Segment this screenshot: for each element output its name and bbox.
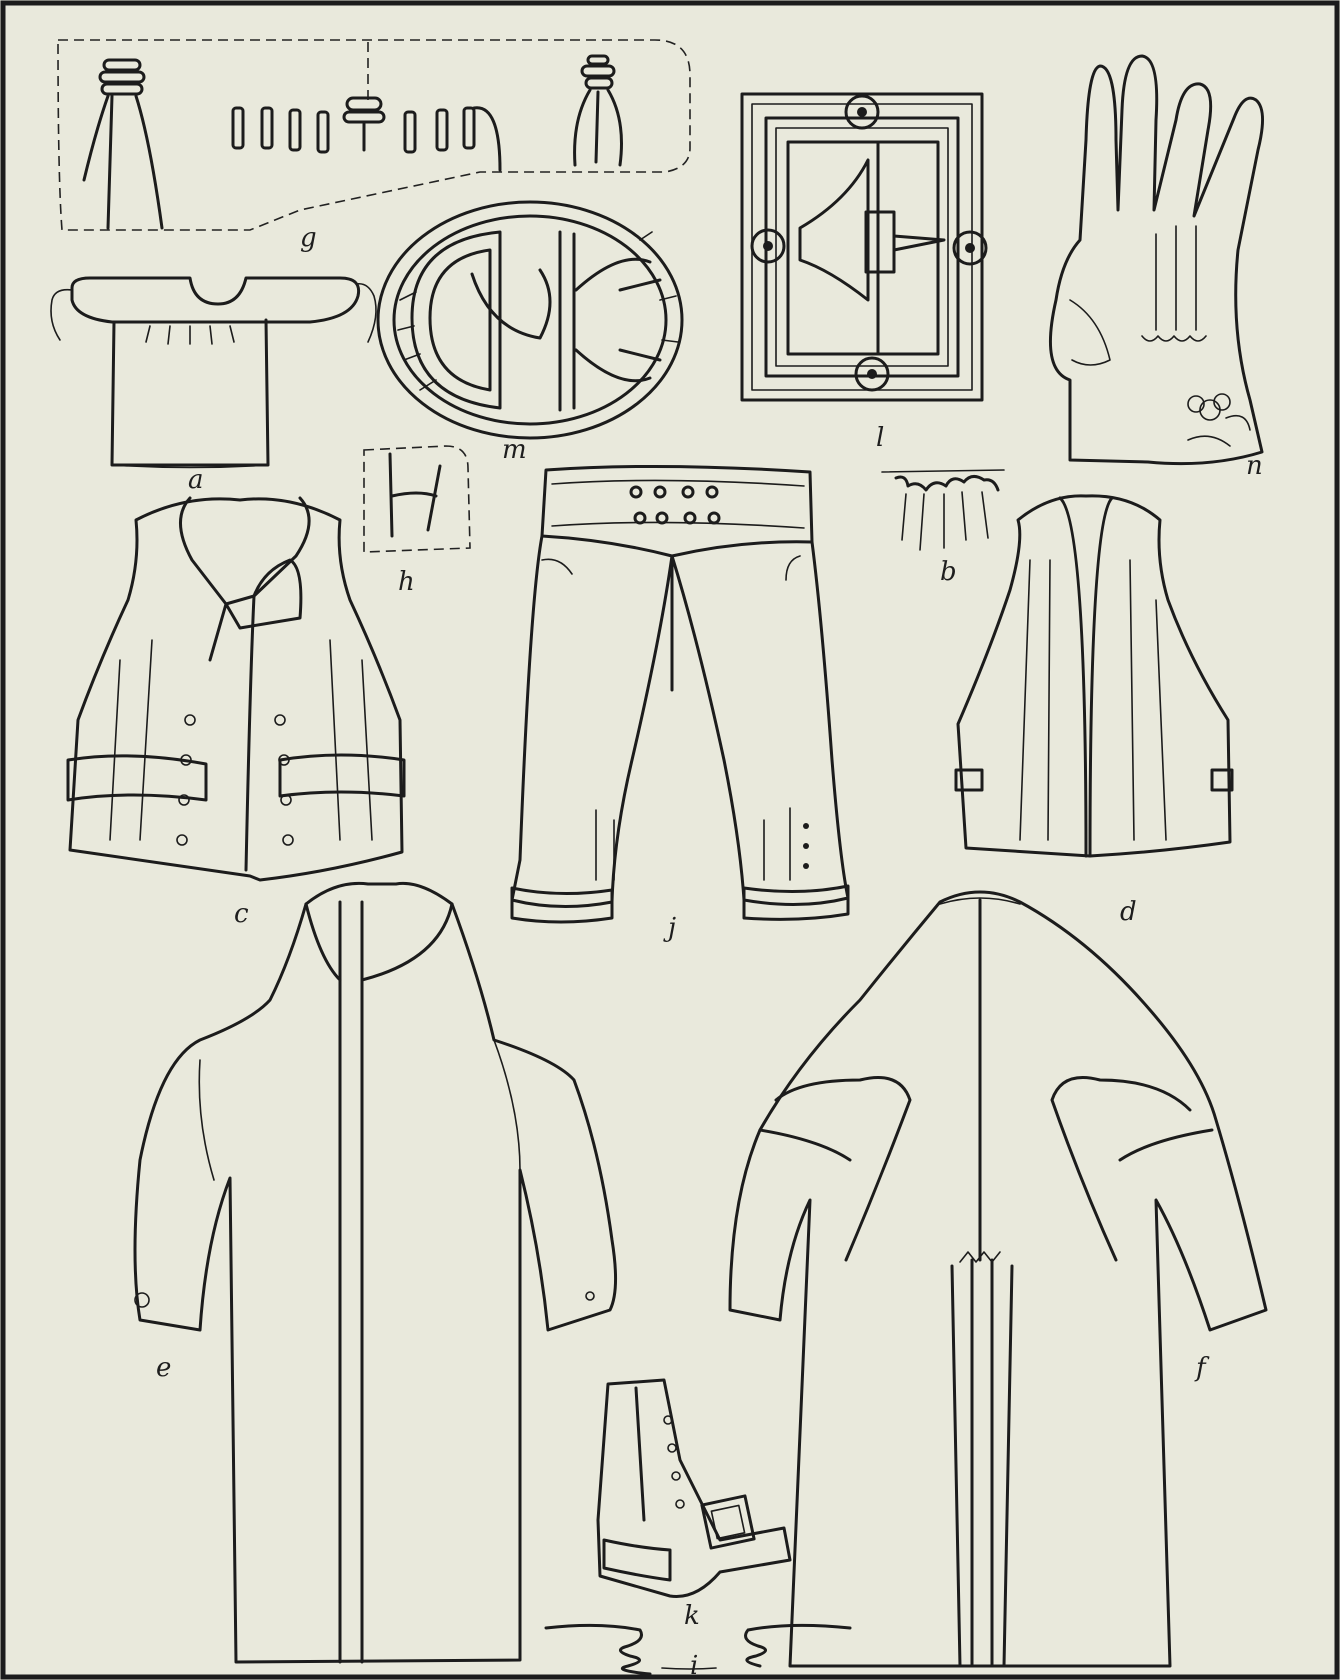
figure-f-coat-back (728, 890, 1268, 1668)
label-e: e (156, 1353, 171, 1383)
label-h: h (398, 567, 415, 597)
figure-d-waistcoat-back (954, 494, 1234, 858)
label-b: b (940, 557, 957, 587)
figure-j-breeches (510, 464, 850, 924)
label-m: m (502, 435, 527, 465)
label-d: d (1120, 897, 1137, 927)
label-g: g (300, 223, 317, 253)
figure-b-frill (881, 469, 1005, 551)
label-f: f (1194, 1353, 1210, 1383)
figure-l-square-buckle (740, 92, 988, 402)
figure-c-waistcoat-front (66, 496, 406, 882)
label-c: c (234, 899, 249, 929)
figure-g-stock (57, 39, 691, 231)
label-j: j (663, 913, 676, 943)
figure-e-coat-front (133, 881, 618, 1664)
label-n: n (1246, 451, 1263, 481)
figure-m-oval-buckle (376, 200, 684, 440)
figure-h-detail (363, 445, 471, 553)
waistcoat-buttons (176, 714, 294, 846)
label-k: k (684, 1601, 700, 1631)
label-i: i (690, 1651, 698, 1680)
figure-i-edge-detail (544, 1623, 852, 1676)
figure-k-gaiter (596, 1378, 792, 1598)
label-a: a (188, 465, 204, 495)
figure-a-shirt (50, 276, 377, 469)
label-l: l (876, 423, 884, 453)
figure-n-glove (1049, 54, 1264, 466)
